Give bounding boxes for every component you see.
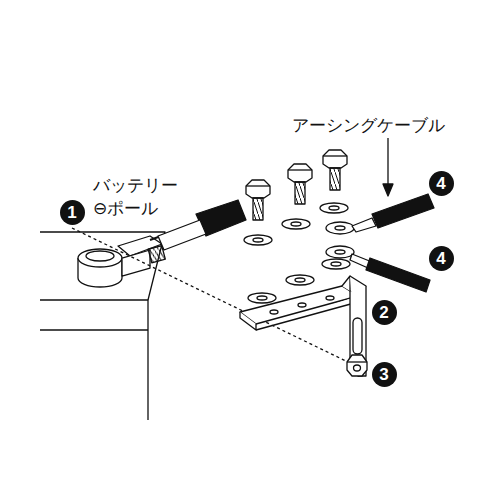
callout-number: 4 bbox=[429, 246, 454, 271]
callout-number: 2 bbox=[372, 300, 397, 325]
part-name: アーシングケーブル bbox=[292, 114, 462, 137]
nut bbox=[347, 355, 367, 376]
callout-number: 4 bbox=[429, 171, 454, 196]
battery bbox=[40, 232, 165, 420]
battery-post bbox=[78, 249, 122, 287]
battery-cable bbox=[150, 200, 246, 250]
bracket bbox=[240, 276, 366, 376]
battery-clamp bbox=[118, 236, 165, 276]
callout-number: 3 bbox=[372, 362, 397, 387]
callout-number: 1 bbox=[60, 200, 85, 225]
bolts bbox=[246, 150, 347, 220]
part-name: バッテリー ⊖ポール bbox=[93, 174, 193, 220]
